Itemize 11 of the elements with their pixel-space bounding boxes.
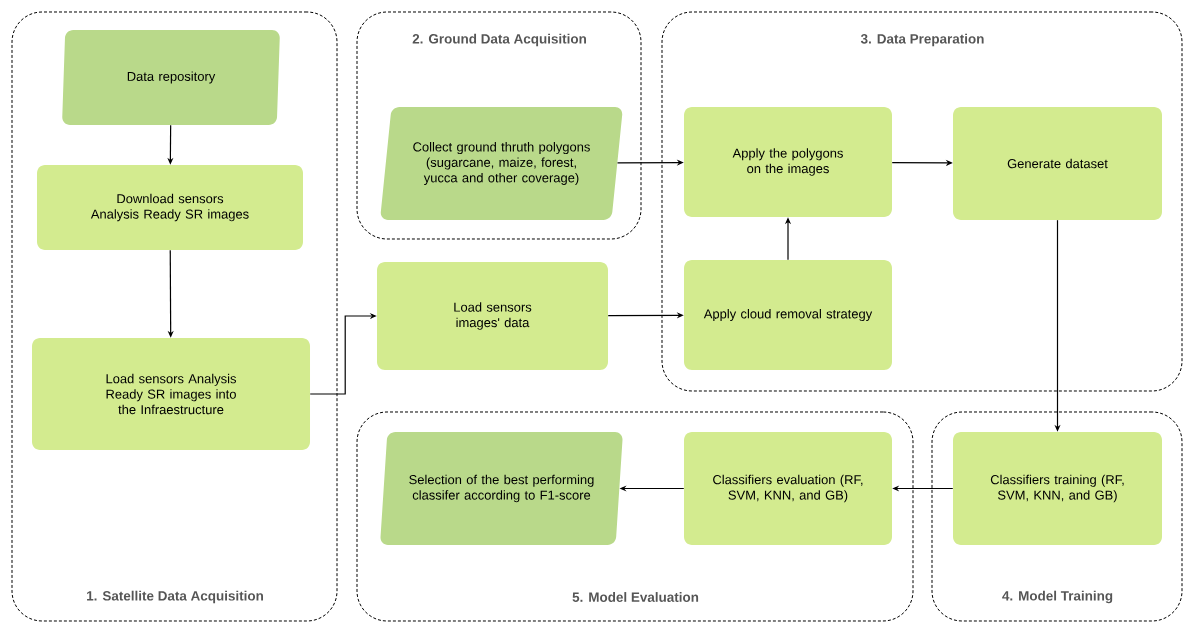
process-box: Classifiers training (RF, SVM, KNN, and GB) <box>953 432 1162 545</box>
data-parallelogram: Selection of the best performing classifer according to F1-score <box>380 432 623 545</box>
process-box: Apply cloud removal strategy <box>684 260 892 370</box>
process-box: Download sensors Analysis Ready SR images <box>37 165 303 250</box>
process-box: Load sensors Analysis Ready SR images into the Infraestructure <box>32 338 310 450</box>
data-parallelogram: Data repository <box>62 30 280 125</box>
data-parallelogram: Collect ground thruth polygons (sugarcane, maize, forest, yucca and other coverage) <box>380 107 623 220</box>
process-box: Load sensors images' data <box>377 262 608 370</box>
process-box: Generate dataset <box>953 107 1162 220</box>
process-box: Apply the polygons on the images <box>684 107 892 217</box>
process-box: Classifiers evaluation (RF, SVM, KNN, and GB) <box>684 432 892 545</box>
